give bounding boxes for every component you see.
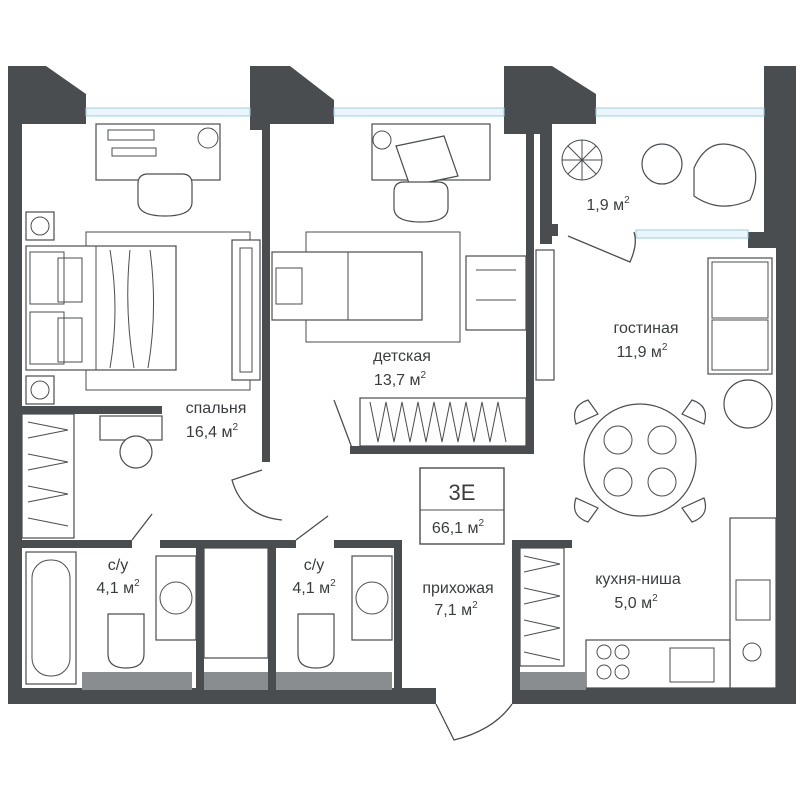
walls: [8, 66, 796, 704]
bath1-name: с/у: [108, 557, 128, 574]
bedroom-name: спальня: [186, 400, 247, 417]
kitchen-name: кухня-ниша: [595, 571, 681, 588]
kids-name: детская: [373, 348, 431, 365]
living-area: 11,9 м2: [617, 342, 668, 361]
hall-name: прихожая: [422, 580, 493, 597]
kitchen-area: 5,0 м2: [614, 593, 658, 612]
furniture: [21, 123, 777, 741]
apartment-badge: 3E 66,1 м2: [419, 467, 505, 545]
bath2-area: 4,1 м2: [292, 578, 336, 597]
room-labels: спальня 16,4 м2 детская 13,7 м2 1,9 м2 г…: [96, 195, 680, 619]
hall-area: 7,1 м2: [434, 600, 478, 619]
bath2-name: с/у: [304, 557, 324, 574]
apartment-type: 3E: [449, 480, 476, 505]
bedroom-area: 16,4 м2: [186, 422, 239, 441]
apartment-total-area: 66,1 м2: [432, 518, 485, 537]
balcony-area: 1,9 м2: [586, 195, 630, 214]
living-name: гостиная: [613, 320, 678, 337]
bath1-area: 4,1 м2: [96, 578, 140, 597]
kids-area: 13,7 м2: [374, 370, 427, 389]
